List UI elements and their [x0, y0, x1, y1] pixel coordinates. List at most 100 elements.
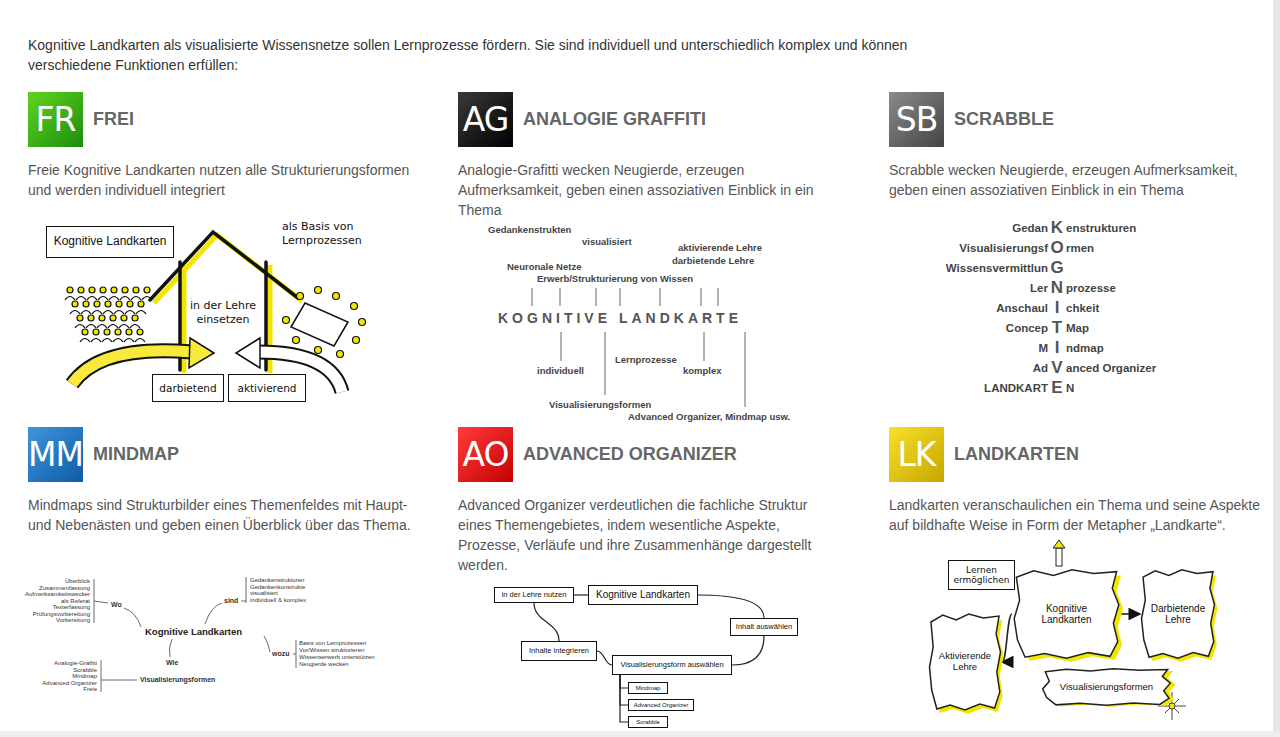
box-label: Scrabble: [636, 719, 660, 726]
annotation-text: darbietende Lehre: [672, 255, 754, 266]
island-label: Aktivierende Lehre: [937, 651, 993, 673]
person-head: [359, 319, 366, 326]
annotation-text: G: [1050, 258, 1063, 278]
annotation-text: N: [1051, 278, 1063, 298]
person-head: [104, 329, 110, 335]
box-label: Inhalte integrieren: [529, 647, 589, 656]
island-border: [1142, 570, 1215, 658]
person-head: [72, 301, 78, 307]
person-body: [114, 311, 124, 315]
island-label: Darbietende Lehre: [1149, 603, 1207, 626]
person-head: [111, 287, 117, 293]
intro-text: Kognitive Landkarten als visualisierte W…: [28, 35, 908, 75]
connector: [732, 636, 764, 665]
island-label: Visualisierungsformen: [1060, 682, 1153, 693]
box-label: Lernen ermöglichen: [953, 565, 1010, 586]
annotation-text: Aufmerksamkeitswecker: [25, 591, 90, 598]
person-body: [92, 311, 102, 315]
mindmap-branches: [264, 636, 270, 652]
annotation-text: Gedan: [1012, 222, 1048, 234]
graffiti-lines: [718, 288, 719, 306]
annotation-text: Neugierde wecken: [299, 661, 349, 668]
annotation-text: Map: [1066, 322, 1089, 334]
annotation-text: in der Lehre einsetzen: [180, 299, 266, 327]
annotation-text: KOGNITIVE LANDKARTE: [498, 310, 742, 326]
page-shadow: [1273, 0, 1280, 737]
graffiti-lines: [532, 288, 533, 306]
mindmap-branches: [94, 577, 296, 692]
connector: [597, 651, 612, 665]
annotation-text: Mindmap: [72, 673, 97, 680]
person-head: [127, 301, 133, 307]
person-body: [124, 339, 134, 343]
annotation-text: Wo: [111, 601, 122, 608]
icon-letters: AO: [463, 427, 509, 482]
connector: [698, 595, 764, 618]
graffiti-lines: [620, 288, 621, 306]
process-box: Kognitive Landkarten: [588, 585, 698, 605]
person-head: [293, 337, 300, 344]
annotation-text: anced Organizer: [1066, 362, 1156, 374]
person-head: [83, 301, 89, 307]
box-label: Inhalt auswählen: [736, 623, 792, 632]
annotation-text: Wissenserwerb unterstützen: [299, 654, 375, 661]
annotation-text: Neuronale Netze: [507, 261, 581, 272]
annotation-text: O: [1050, 238, 1063, 258]
annotation-text: chkeit: [1066, 302, 1099, 314]
process-box: Inhalt auswählen: [730, 618, 798, 636]
person-body: [136, 311, 146, 315]
mindmap-branches: [94, 579, 108, 623]
page-shadow: [0, 731, 1280, 737]
person-head: [93, 329, 99, 335]
annotation-text: N: [1066, 382, 1074, 394]
process-box: Scrabble: [628, 716, 668, 728]
person-body: [142, 297, 152, 301]
person-head: [116, 301, 122, 307]
annotation-text: Basis von Lernprozessen: [299, 640, 366, 647]
annotation-text: Freie: [83, 686, 97, 693]
person-head: [115, 329, 121, 335]
person-head: [82, 329, 88, 335]
annotation-text: K: [1051, 218, 1063, 238]
connector: [620, 675, 628, 722]
annotation-text: wozu: [272, 650, 290, 657]
person-body: [80, 339, 90, 343]
person-body: [109, 297, 119, 301]
annotation-text: aktivierende Lehre: [678, 242, 762, 253]
section-heading: MINDMAP: [93, 444, 179, 465]
process-box: aktivierend: [228, 374, 306, 402]
graffiti-lines: [660, 288, 661, 306]
process-box: Lernen ermöglichen: [948, 560, 1015, 590]
person-body: [113, 339, 123, 343]
section-heading: SCRABBLE: [954, 109, 1054, 130]
person-body: [120, 297, 130, 301]
person-head: [89, 287, 95, 293]
person-head: [99, 315, 105, 321]
annotation-text: Zusammenfassung: [39, 585, 90, 592]
section-heading: ADVANCED ORGANIZER: [523, 444, 737, 465]
icon-letters: AG: [463, 92, 509, 147]
connector: [620, 675, 628, 688]
person-head: [88, 315, 94, 321]
annotation-text: Gedankenstrukturen: [250, 577, 304, 584]
description-text: Scrabble wecken Neugierde, erzeugen Aufm…: [889, 160, 1267, 200]
person-head: [137, 329, 143, 335]
graffiti-lines: [560, 288, 561, 306]
person-body: [131, 297, 141, 301]
description-text: Mindmaps sind Strukturbilder eines Theme…: [28, 495, 413, 535]
graffiti-lines: [704, 332, 705, 361]
annotation-text: ndmap: [1066, 342, 1104, 354]
person-head: [144, 287, 150, 293]
annotation-text: Advanced Organizer: [42, 680, 97, 687]
map-decoration: [1056, 548, 1062, 566]
person-head: [337, 351, 344, 358]
mindmap-branches: [169, 639, 172, 657]
annotation-text: Vor/Wissen strukturieren: [299, 647, 364, 654]
table-sketch: [291, 303, 348, 346]
annotation-text: Wissensvermittlun: [946, 262, 1048, 274]
process-box: Mindmap: [628, 682, 668, 694]
map-island: Kognitive Landkarten: [1012, 568, 1121, 660]
person-body: [108, 325, 118, 329]
annotation-text: Visualisierungsf: [959, 242, 1048, 254]
